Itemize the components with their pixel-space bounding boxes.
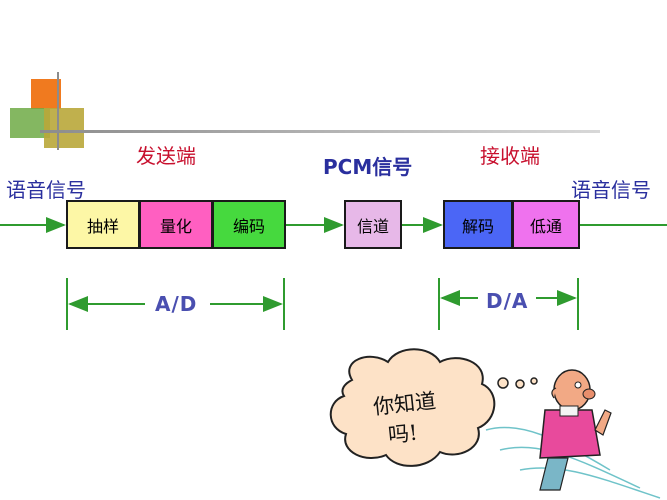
block-sampling: 抽样 <box>66 200 140 249</box>
input-signal-label: 语音信号 <box>6 178 86 202</box>
receiver-label: 接收端 <box>480 144 540 168</box>
olive-square <box>44 108 84 148</box>
bubble-text-line2: 吗! <box>386 420 419 448</box>
vertical-rule <box>57 72 59 150</box>
block-quantization: 量化 <box>139 200 213 249</box>
logo-decoration <box>0 0 120 150</box>
output-signal-label: 语音信号 <box>571 178 651 202</box>
title-rule <box>40 130 600 133</box>
block-encoding: 编码 <box>212 200 286 249</box>
ad-label: A/D <box>155 292 198 316</box>
pcm-label: PCM信号 <box>323 155 413 179</box>
da-label: D/A <box>486 289 529 313</box>
block-decoding: 解码 <box>443 200 513 249</box>
orange-square <box>31 79 61 109</box>
green-square <box>10 108 50 138</box>
sender-label: 发送端 <box>136 144 196 168</box>
block-channel: 信道 <box>344 200 402 249</box>
block-lowpass: 低通 <box>512 200 580 249</box>
